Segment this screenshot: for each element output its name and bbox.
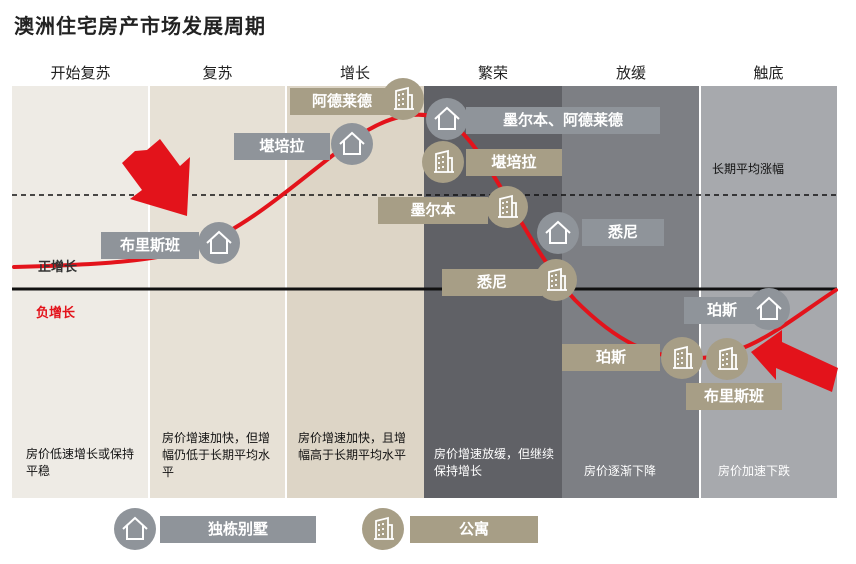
marker-label-brisbane-apartment: 布里斯班 [686,383,782,410]
negative-growth-label: 负增长 [36,306,76,321]
house-icon [748,288,790,330]
phase-description-slowdown: 房价逐渐下降 [584,464,657,478]
phase-header-boom: 繁荣 [477,64,508,82]
apartment-building-icon [706,338,748,380]
marker-label-perth-apartment: 珀斯 [562,344,660,371]
arrow-down-right [122,139,190,216]
phase-description-early-recovery: 房价低速增长或保持平稳 [26,447,135,478]
apartment-building-icon [382,78,424,120]
marker-label-adelaide-apartment: 阿德莱德 [290,88,394,115]
marker-label-sydney-apartment: 悉尼 [442,269,542,296]
phase-column-slowdown [562,86,700,498]
phase-header-bottom: 触底 [753,64,784,82]
house-icon [198,222,240,264]
house-icon [426,98,468,140]
column-divider [285,86,287,498]
positive-growth-label: 正增长 [38,260,78,275]
phase-header-recovery: 复苏 [202,64,233,82]
column-divider [148,86,150,498]
phase-description-recovery: 房价增速加快，但增幅仍低于长期平均水平 [162,431,271,479]
diagram-title: 澳洲住宅房产市场发展周期 [14,14,266,38]
apartment-building-icon [661,337,703,379]
phase-column-early-recovery [12,86,149,498]
phase-description-growth: 房价增速加快，且增幅高于长期平均水平 [298,431,407,462]
house-icon [331,123,373,165]
marker-label-canberra-house: 堪培拉 [234,133,330,160]
phase-header-slowdown: 放缓 [615,64,646,82]
apartment-building-icon [486,186,528,228]
phase-header-early-recovery: 开始复苏 [50,64,111,82]
legend-label-house: 独栋别墅 [160,516,316,543]
apartment-building-icon [422,141,464,183]
legend-house-icon [114,508,156,550]
marker-label-sydney-house: 悉尼 [582,219,664,246]
marker-label-melbourne-adelaide-house: 墨尔本、阿德莱德 [466,107,660,134]
phase-description-boom: 房价增速放缓，但继续保持增长 [434,447,555,478]
marker-label-canberra-apartment: 堪培拉 [466,149,562,176]
marker-label-perth-house: 珀斯 [684,297,760,324]
column-divider [699,86,701,498]
legend-label-apartment: 公寓 [410,516,538,543]
marker-label-melbourne-apartment: 墨尔本 [378,197,488,224]
apartment-building-icon [535,259,577,301]
phase-description-bottom: 房价加速下跌 [718,464,791,478]
arrow-left [751,330,838,392]
house-icon [537,212,579,254]
legend-apartment-icon [362,508,404,550]
marker-label-brisbane-house: 布里斯班 [101,232,199,259]
phase-header-growth: 增长 [339,64,370,82]
long-term-average-label: 长期平均涨幅 [712,162,785,176]
